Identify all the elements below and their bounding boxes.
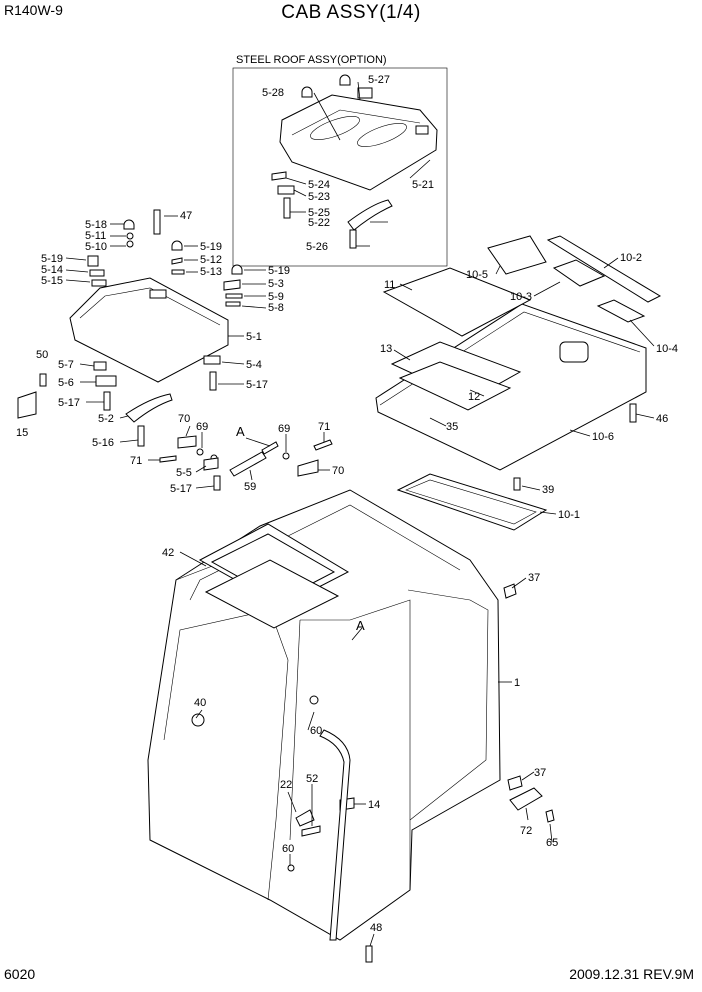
callout: 46 [656,413,668,425]
callout-5-23: 5-23 [308,191,330,203]
callout-5-27: 5-27 [368,74,390,86]
callout: 37 [534,767,546,779]
callout: 42 [162,547,174,559]
callout: 5-4 [246,359,262,371]
callout: 71 [130,455,142,467]
callout: 60 [282,843,294,855]
callout: 5-11 [85,230,106,242]
callout: 70 [178,413,190,425]
callout: 5-2 [98,413,114,425]
roof-cover-10-6 [375,235,662,531]
callout: 5-18 [85,219,107,231]
callout: 71 [318,421,330,433]
callout: 60 [310,725,322,737]
callout: 10-2 [620,252,642,264]
callout: 5-3 [268,278,284,290]
callout: 48 [370,922,382,934]
callout: 5-7 [58,359,74,371]
callout: 14 [368,799,380,811]
gas-spring-parts [159,435,333,491]
callout: 10-1 [558,509,580,521]
page-title: CAB ASSY(1/4) [281,2,421,23]
callout: 10-4 [656,343,678,355]
callout: 5-5 [176,467,192,479]
page-number: 6020 [4,966,36,982]
callout-5-21: 5-21 [412,179,434,191]
callout: 22 [280,779,292,791]
callout: 39 [542,484,554,496]
callout: 69 [196,421,208,433]
callout: 11 [384,279,395,291]
callout-5-26: 5-26 [306,241,328,253]
roof-option-frame [232,67,448,267]
callout: 13 [380,343,392,355]
callout: 59 [244,481,256,493]
callout: 70 [332,465,344,477]
callout: 65 [546,837,558,849]
callout: 5-19 [268,265,290,277]
callout: 69 [278,423,290,435]
callout: 35 [446,421,458,433]
callout: 5-19 [200,241,222,253]
callout: 5-1 [246,331,262,343]
callout: 10-5 [466,269,488,281]
callout: 5-17 [58,397,80,409]
callout-5-25: 5-25 [308,207,330,219]
callout: A [356,618,365,633]
callout: 5-9 [268,291,284,303]
callout-5-22: 5-22 [308,217,330,229]
steel-roof-panel [271,74,438,249]
date-revision: 2009.12.31 REV.9M [569,966,694,982]
callout: 5-15 [41,275,63,287]
callout: 5-17 [170,483,192,495]
callout: 5-19 [41,253,63,265]
callout: 72 [520,825,532,837]
callout: 5-14 [41,264,63,276]
callout: 10-6 [592,431,614,443]
roof-option-title: STEEL ROOF ASSY(OPTION) [236,54,387,66]
roof-panel-5-1 [17,209,243,447]
leader-lines [65,81,655,947]
callout: 5-16 [92,437,114,449]
callout: 5-8 [268,302,284,314]
callout: A [236,424,245,439]
callout: 15 [16,427,28,439]
callout-5-28: 5-28 [262,87,284,99]
callout: 5-13 [200,266,222,278]
model-code: R140W-9 [4,2,63,18]
callout: 52 [306,773,318,785]
callout: 5-17 [246,379,268,391]
callout: 47 [180,210,192,222]
callout: 5-10 [85,241,107,253]
callout: 5-6 [58,377,74,389]
callout: 5-12 [200,254,222,266]
callout: 40 [194,697,206,709]
callout: 10-3 [510,291,532,303]
callout: 1 [514,677,520,689]
cab-frame [147,489,555,963]
callout-labels: 5-27 5-28 5-21 5-24 5-23 5-25 5-22 5-26 … [16,74,678,934]
callout-5-24: 5-24 [308,179,330,191]
callout: 50 [36,349,48,361]
callout: 37 [528,572,540,584]
callout: 12 [468,391,480,403]
